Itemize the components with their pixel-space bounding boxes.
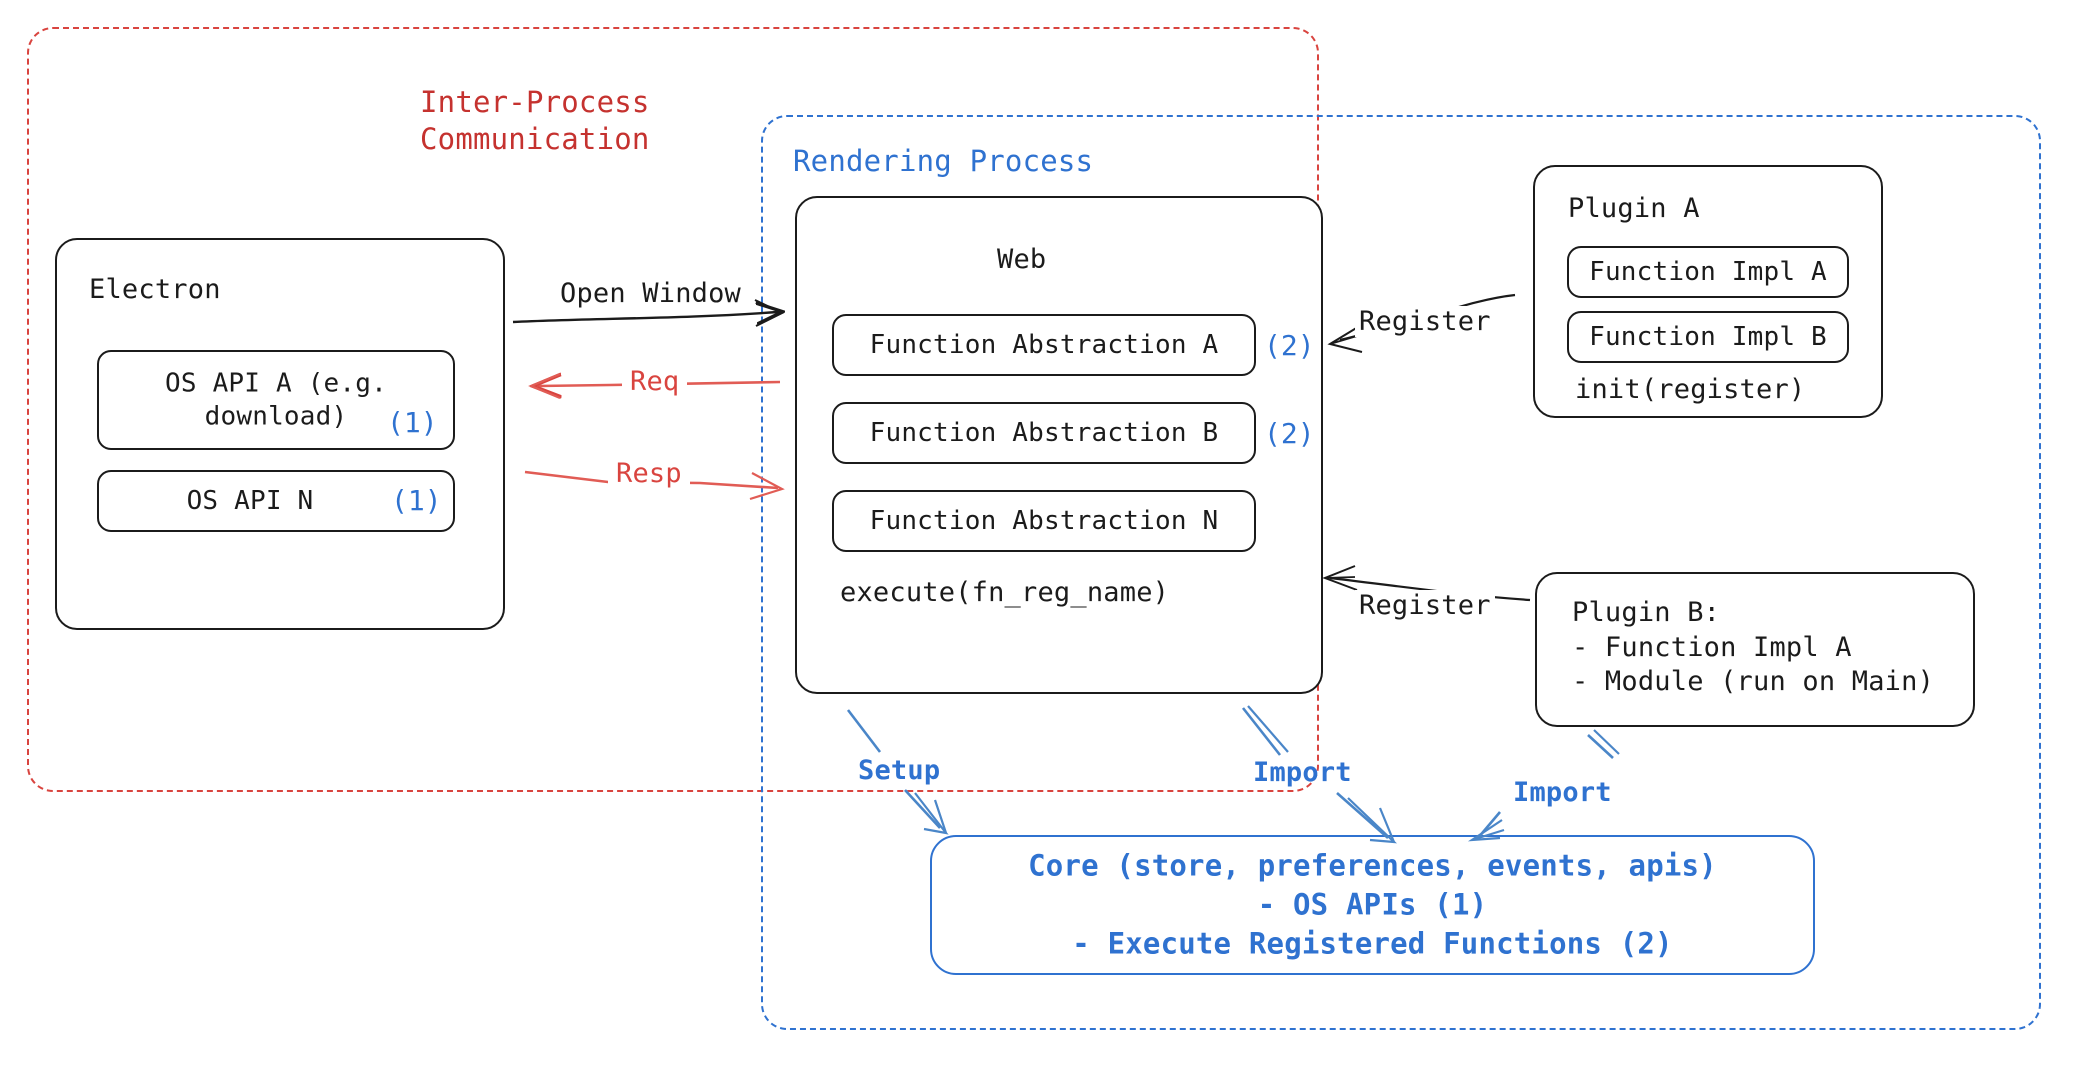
plugin-b-text: Plugin B: - Function Impl A - Module (ru… xyxy=(1572,597,1935,698)
group-rendering-process xyxy=(761,115,2041,1030)
edge-label-resp: Resp xyxy=(608,458,690,489)
function-impl-b-label: Function Impl B xyxy=(1589,322,1827,352)
web-execute-label: execute(fn_reg_name) xyxy=(840,577,1170,608)
function-abstraction-b-ref: (2) xyxy=(1264,417,1315,450)
group-label-ipc: Inter-Process Communication xyxy=(420,85,650,157)
edge-label-req: Req xyxy=(622,366,688,397)
os-api-n-box[interactable]: OS API N xyxy=(97,470,455,532)
function-abstraction-a-label: Function Abstraction A xyxy=(869,330,1219,360)
edge-label-import-plugin-b: Import xyxy=(1513,777,1612,808)
function-abstraction-b-label: Function Abstraction B xyxy=(869,418,1219,448)
os-api-n-label: OS API N xyxy=(186,486,314,516)
os-api-a-box[interactable]: OS API A (e.g. download) xyxy=(97,350,455,450)
plugin-a-init-label: init(register) xyxy=(1575,374,1806,405)
function-impl-b-box[interactable]: Function Impl B xyxy=(1567,311,1849,363)
web-box: Web Function Abstraction A (2) Function … xyxy=(795,196,1323,694)
function-abstraction-a-ref: (2) xyxy=(1264,329,1315,362)
plugin-a-box: Plugin A Function Impl A Function Impl B… xyxy=(1533,165,1883,418)
os-api-a-label: OS API A (e.g. download) xyxy=(165,368,387,432)
group-label-rendering-process: Rendering Process xyxy=(793,144,1094,178)
function-abstraction-n-label: Function Abstraction N xyxy=(869,506,1219,536)
os-api-a-ref: (1) xyxy=(387,406,438,439)
electron-box: Electron OS API A (e.g. download) (1) OS… xyxy=(55,238,505,630)
plugin-b-box: Plugin B: - Function Impl A - Module (ru… xyxy=(1535,572,1975,727)
core-box: Core (store, preferences, events, apis) … xyxy=(930,835,1815,975)
function-impl-a-label: Function Impl A xyxy=(1589,257,1827,287)
function-abstraction-a-box[interactable]: Function Abstraction A xyxy=(832,314,1256,376)
core-text: Core (store, preferences, events, apis) … xyxy=(1028,848,1717,961)
function-abstraction-b-box[interactable]: Function Abstraction B xyxy=(832,402,1256,464)
function-abstraction-n-box[interactable]: Function Abstraction N xyxy=(832,490,1256,552)
edge-label-setup: Setup xyxy=(858,755,941,786)
electron-title: Electron xyxy=(89,274,221,305)
edge-label-register-plugin-a: Register xyxy=(1355,306,1495,337)
edge-label-open-window: Open Window xyxy=(560,278,742,309)
os-api-n-ref: (1) xyxy=(391,484,442,517)
web-title: Web xyxy=(997,244,1047,275)
function-impl-a-box[interactable]: Function Impl A xyxy=(1567,246,1849,298)
edge-label-import-web: Import xyxy=(1253,757,1352,788)
plugin-a-title: Plugin A xyxy=(1568,193,1700,224)
edge-label-register-plugin-b: Register xyxy=(1355,590,1495,621)
